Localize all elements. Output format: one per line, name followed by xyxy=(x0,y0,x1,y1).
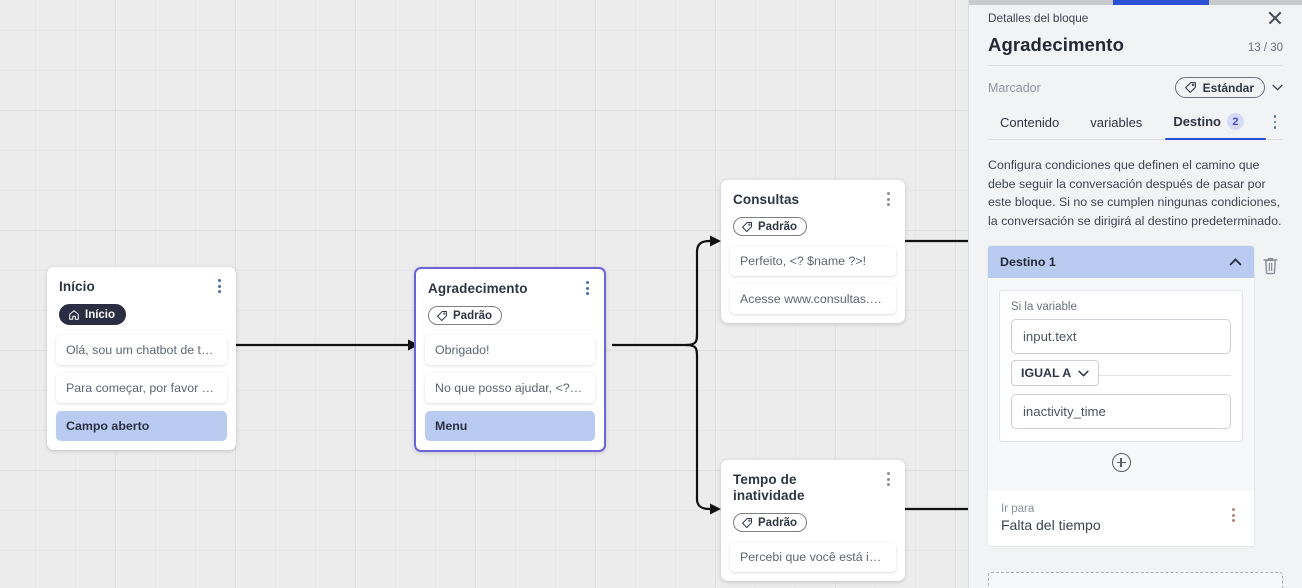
flow-node-tempo-de-inatividade[interactable]: Tempo de inatividade Padrão Percebi que … xyxy=(721,460,905,581)
tab-badge: 2 xyxy=(1226,113,1244,130)
tab-label: Destino xyxy=(1173,114,1221,129)
panel-tabs: Contenido variables Destino 2 xyxy=(988,107,1283,141)
node-rows: Percebi que você está inativo. C... xyxy=(721,542,905,581)
block-details-panel: Detalles del bloque Agradecimento 13 / 3… xyxy=(968,0,1302,588)
node-row[interactable]: Perfeito, <? $name ?>! xyxy=(730,246,896,276)
node-row[interactable]: Percebi que você está inativo. C... xyxy=(730,542,896,572)
add-condition-row xyxy=(999,442,1243,481)
panel-header: Detalles del bloque xyxy=(969,0,1302,34)
flow-canvas[interactable]: Início Início Olá, sou um chatbot de tes… xyxy=(0,0,968,588)
node-menu-icon[interactable] xyxy=(211,277,227,295)
page-title: Agradecimento xyxy=(988,34,1124,55)
goto-card[interactable]: Ir para Falta del tiempo xyxy=(988,491,1254,546)
node-header: Consultas Padrão xyxy=(721,180,905,246)
goto-value: Falta del tiempo xyxy=(1001,517,1101,533)
flow-node-inicio[interactable]: Início Início Olá, sou um chatbot de tes… xyxy=(47,267,236,450)
node-menu-icon[interactable] xyxy=(579,279,595,297)
kebab-icon[interactable] xyxy=(1267,114,1283,130)
node-row[interactable]: Obrigado! xyxy=(425,335,595,365)
panel-description: Configura condiciones que definen el cam… xyxy=(988,158,1282,228)
node-tag-label: Início xyxy=(85,308,116,321)
char-counter: 13 / 30 xyxy=(1247,42,1283,54)
home-icon xyxy=(69,309,79,320)
destination-block: Destino 1 Si la variable input.text IGUA… xyxy=(988,246,1283,546)
node-row[interactable]: Acesse www.consultas.com par... xyxy=(730,284,896,314)
node-row[interactable]: Campo aberto xyxy=(56,411,227,441)
marker-label: Marcador xyxy=(988,80,1041,95)
kebab-icon[interactable] xyxy=(1225,507,1241,523)
node-header: Agradecimento Padrão xyxy=(416,269,604,335)
flow-node-consultas[interactable]: Consultas Padrão Perfeito, <? $name ?>! … xyxy=(721,180,905,323)
plus-icon[interactable] xyxy=(1111,453,1131,472)
marker-pill[interactable]: Estándar xyxy=(1174,77,1265,98)
node-row[interactable]: Para começar, por favor digite o ... xyxy=(56,373,227,403)
compare-value-field[interactable]: inactivity_time xyxy=(1011,394,1231,429)
goto-text: Ir para Falta del tiempo xyxy=(1001,503,1101,533)
node-header: Início Início xyxy=(47,267,236,335)
tag-icon xyxy=(437,310,447,321)
node-tag-badge[interactable]: Padrão xyxy=(428,306,502,325)
node-title: Tempo de inatividade xyxy=(733,472,805,503)
add-destination-button[interactable]: Agregar destino xyxy=(988,572,1283,588)
node-rows: Obrigado! No que posso ajudar, <? $name … xyxy=(416,335,604,450)
tab-variables[interactable]: variables xyxy=(1088,109,1144,139)
panel-title-row: Agradecimento 13 / 30 xyxy=(988,34,1283,66)
marker-row: Marcador Estándar xyxy=(988,66,1283,107)
tab-label: Contenido xyxy=(1000,115,1060,130)
node-menu-icon[interactable] xyxy=(880,470,896,488)
marker-value: Estándar xyxy=(1202,80,1254,95)
tab-destino[interactable]: Destino 2 xyxy=(1165,107,1266,141)
flow-node-agradecimento[interactable]: Agradecimento Padrão Obrigado! No que po… xyxy=(414,267,606,452)
marker-control[interactable]: Estándar xyxy=(1174,77,1283,98)
operator-row: IGUAL A xyxy=(1011,360,1231,390)
node-row[interactable]: Olá, sou um chatbot de teste! xyxy=(56,335,227,365)
node-rows: Olá, sou um chatbot de teste! Para começ… xyxy=(47,335,236,450)
tag-icon xyxy=(1184,82,1196,93)
node-title: Agradecimento xyxy=(428,281,528,296)
condition-box: Si la variable input.text IGUAL A xyxy=(999,290,1243,442)
close-icon[interactable] xyxy=(1267,10,1283,26)
tab-label: variables xyxy=(1090,115,1143,130)
goto-label: Ir para xyxy=(1001,503,1035,515)
node-title: Início xyxy=(59,279,95,294)
node-tag-label: Padrão xyxy=(758,516,797,529)
tab-contenido[interactable]: Contenido xyxy=(998,109,1061,139)
node-title: Consultas xyxy=(733,192,800,207)
panel-body: Agradecimento 13 / 30 Marcador Estándar xyxy=(969,34,1302,588)
node-tag-badge[interactable]: Padrão xyxy=(733,217,807,236)
destination-body: Si la variable input.text IGUAL A xyxy=(988,278,1254,491)
tag-icon xyxy=(742,221,752,232)
node-tag-label: Padrão xyxy=(758,220,797,233)
chevron-down-icon xyxy=(1078,370,1089,377)
node-tag-badge[interactable]: Início xyxy=(59,304,127,325)
panel-header-label: Detalles del bloque xyxy=(988,11,1089,25)
destination-header[interactable]: Destino 1 xyxy=(988,246,1254,278)
variable-field[interactable]: input.text xyxy=(1011,319,1231,354)
chevron-down-icon[interactable] xyxy=(1272,84,1283,91)
node-tag-label: Padrão xyxy=(453,309,492,322)
trash-icon[interactable] xyxy=(1261,246,1283,281)
tag-icon xyxy=(742,517,752,528)
node-row[interactable]: No que posso ajudar, <? $name ... xyxy=(425,373,595,403)
progress-track xyxy=(969,0,1302,5)
node-header: Tempo de inatividade Padrão xyxy=(721,460,905,542)
node-rows: Perfeito, <? $name ?>! Acesse www.consul… xyxy=(721,246,905,323)
operator-select[interactable]: IGUAL A xyxy=(1011,360,1100,386)
condition-label: Si la variable xyxy=(1011,301,1077,313)
operator-label: IGUAL A xyxy=(1021,366,1072,380)
chevron-up-icon[interactable] xyxy=(1229,258,1242,266)
node-row[interactable]: Menu xyxy=(425,411,595,441)
progress-fill xyxy=(1113,0,1209,5)
destination-title: Destino 1 xyxy=(1000,255,1056,269)
node-tag-badge[interactable]: Padrão xyxy=(733,513,807,532)
destination-card: Destino 1 Si la variable input.text IGUA… xyxy=(988,246,1254,546)
node-menu-icon[interactable] xyxy=(880,190,896,208)
